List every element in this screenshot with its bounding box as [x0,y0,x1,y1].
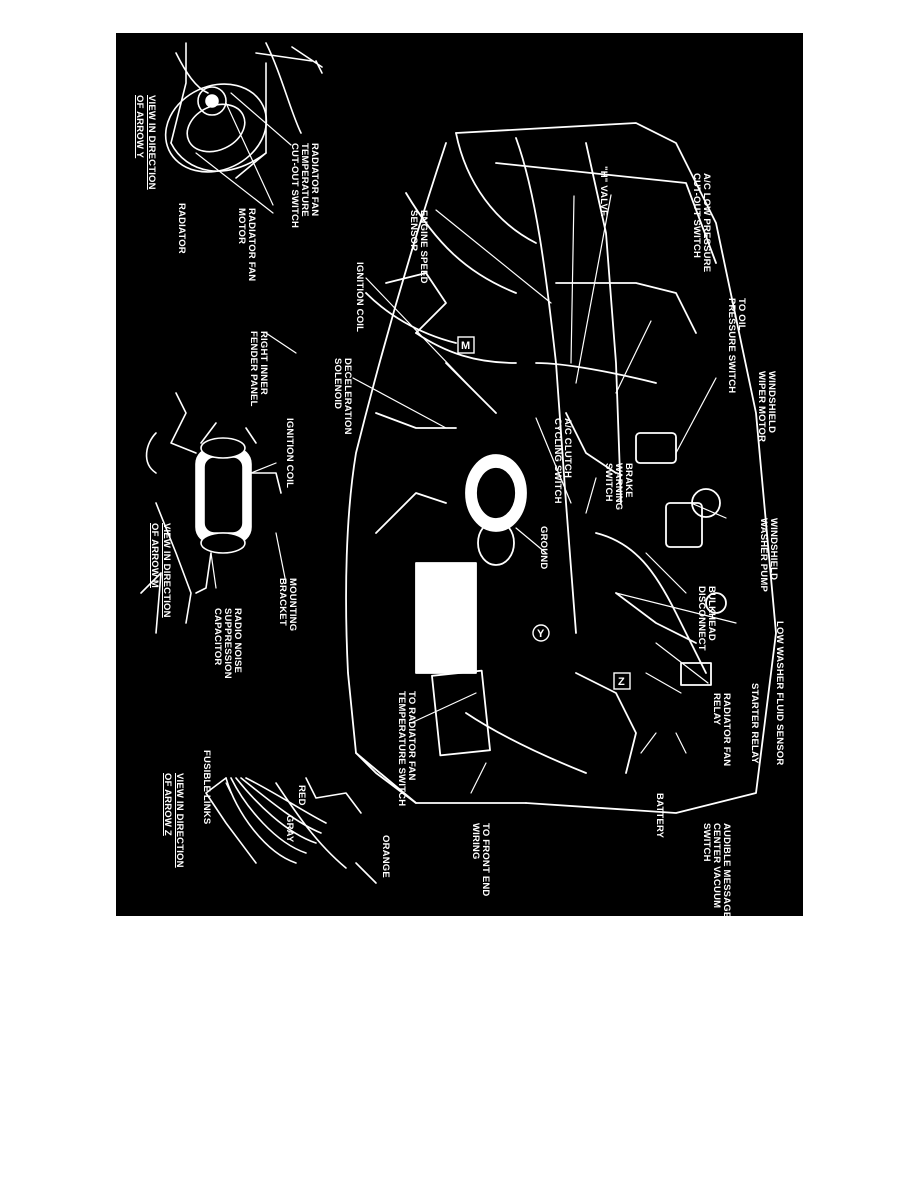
label-battery: BATTERY [654,793,665,839]
label-fusible-links: FUSIBLE LINKS [201,750,212,825]
label-windshield-washer-pump: WINDSHIELD WASHER PUMP [758,518,779,592]
label-to-radiator-fan-temp: TO RADIATOR FAN TEMPERATURE SWITCH [396,691,417,807]
label-brake-warning: BRAKE WARNING SWITCH [603,463,634,511]
ignition-coil-inset [140,392,282,634]
leader-lines [195,92,737,794]
label-ac-low-pressure: A/C LOW PRESSURE CUT-OUT SWITCH [691,173,712,273]
label-radio-noise: RADIO NOISE SUPPRESSION CAPACITOR [212,608,243,679]
label-starter-relay: STARTER RELAY [749,683,760,764]
label-bulkhead-disconnect: BULKHEAD DISCONNECT [696,586,717,651]
label-radiator-fan-relay: RADIATOR FAN RELAY [711,693,732,767]
label-radiator-fan-temp-switch: RADIATOR FAN TEMPERATURE CUT-OUT SWITCH [289,143,320,229]
label-orange: ORANGE [380,835,391,878]
label-ac-clutch-cycling: A/C CLUTCH CYCLING SWITCH [552,418,573,504]
label-red: RED [296,785,307,806]
label-deceleration-solenoid: DECELERATION SOLENOID [332,358,353,435]
label-ignition-coil: IGNITION COIL [354,262,365,333]
svg-text:Z: Z [618,676,625,688]
view-m-caption-line1: VIEW IN DIRECTION [161,523,172,618]
label-engine-speed-sensor: ENGINE SPEED SENSOR [408,210,429,284]
view-y-caption-line1: VIEW IN DIRECTION [146,95,157,190]
label-low-washer-fluid: LOW WASHER FLUID SENSOR [774,621,785,766]
arrow-marker-m: M [457,336,475,354]
label-ignition-coil-m: IGNITION COIL [284,418,295,489]
svg-text:M: M [461,340,470,352]
label-h-valve: "H" VALVE [598,166,609,217]
wiring-diagram-panel: M Y Z VIEW IN DIRECTION OF ARROW Y RADIA… [116,33,803,916]
label-audible-message: AUDIBLE MESSAGE CENTER VACUUM SWITCH [701,823,732,916]
label-radiator: RADIATOR [176,203,187,254]
view-z-caption-line2: OF ARROW Z [162,773,173,836]
label-right-inner-fender: RIGHT INNER FENDER PANEL [248,331,269,407]
label-ground: GROUND [538,526,549,570]
view-y-caption-line2: OF ARROW Y [134,95,145,159]
view-z-caption-line1: VIEW IN DIRECTION [174,773,185,868]
view-m-caption-line2: OF ARROW M [149,523,160,588]
engine-compartment [345,122,777,814]
label-mounting-bracket: MOUNTING BRACKET [277,578,298,632]
arrow-marker-z: Z [613,672,631,690]
arrow-markers: M Y Z [457,336,631,690]
arrow-marker-y: Y [532,624,550,642]
svg-text:Y: Y [537,628,545,640]
fusible-links-inset [205,777,377,884]
label-windshield-wiper-motor: WINDSHIELD WIPER MOTOR [756,371,777,443]
label-radiator-fan-motor: RADIATOR FAN MOTOR [236,208,257,282]
label-gray: GRAY [284,815,295,843]
label-to-front-end-wiring: TO FRONT END WIRING [470,823,491,897]
label-to-oil-pressure: TO OIL PRESSURE SWITCH [726,298,747,394]
engine-compartment-drawing: M Y Z [140,42,777,884]
